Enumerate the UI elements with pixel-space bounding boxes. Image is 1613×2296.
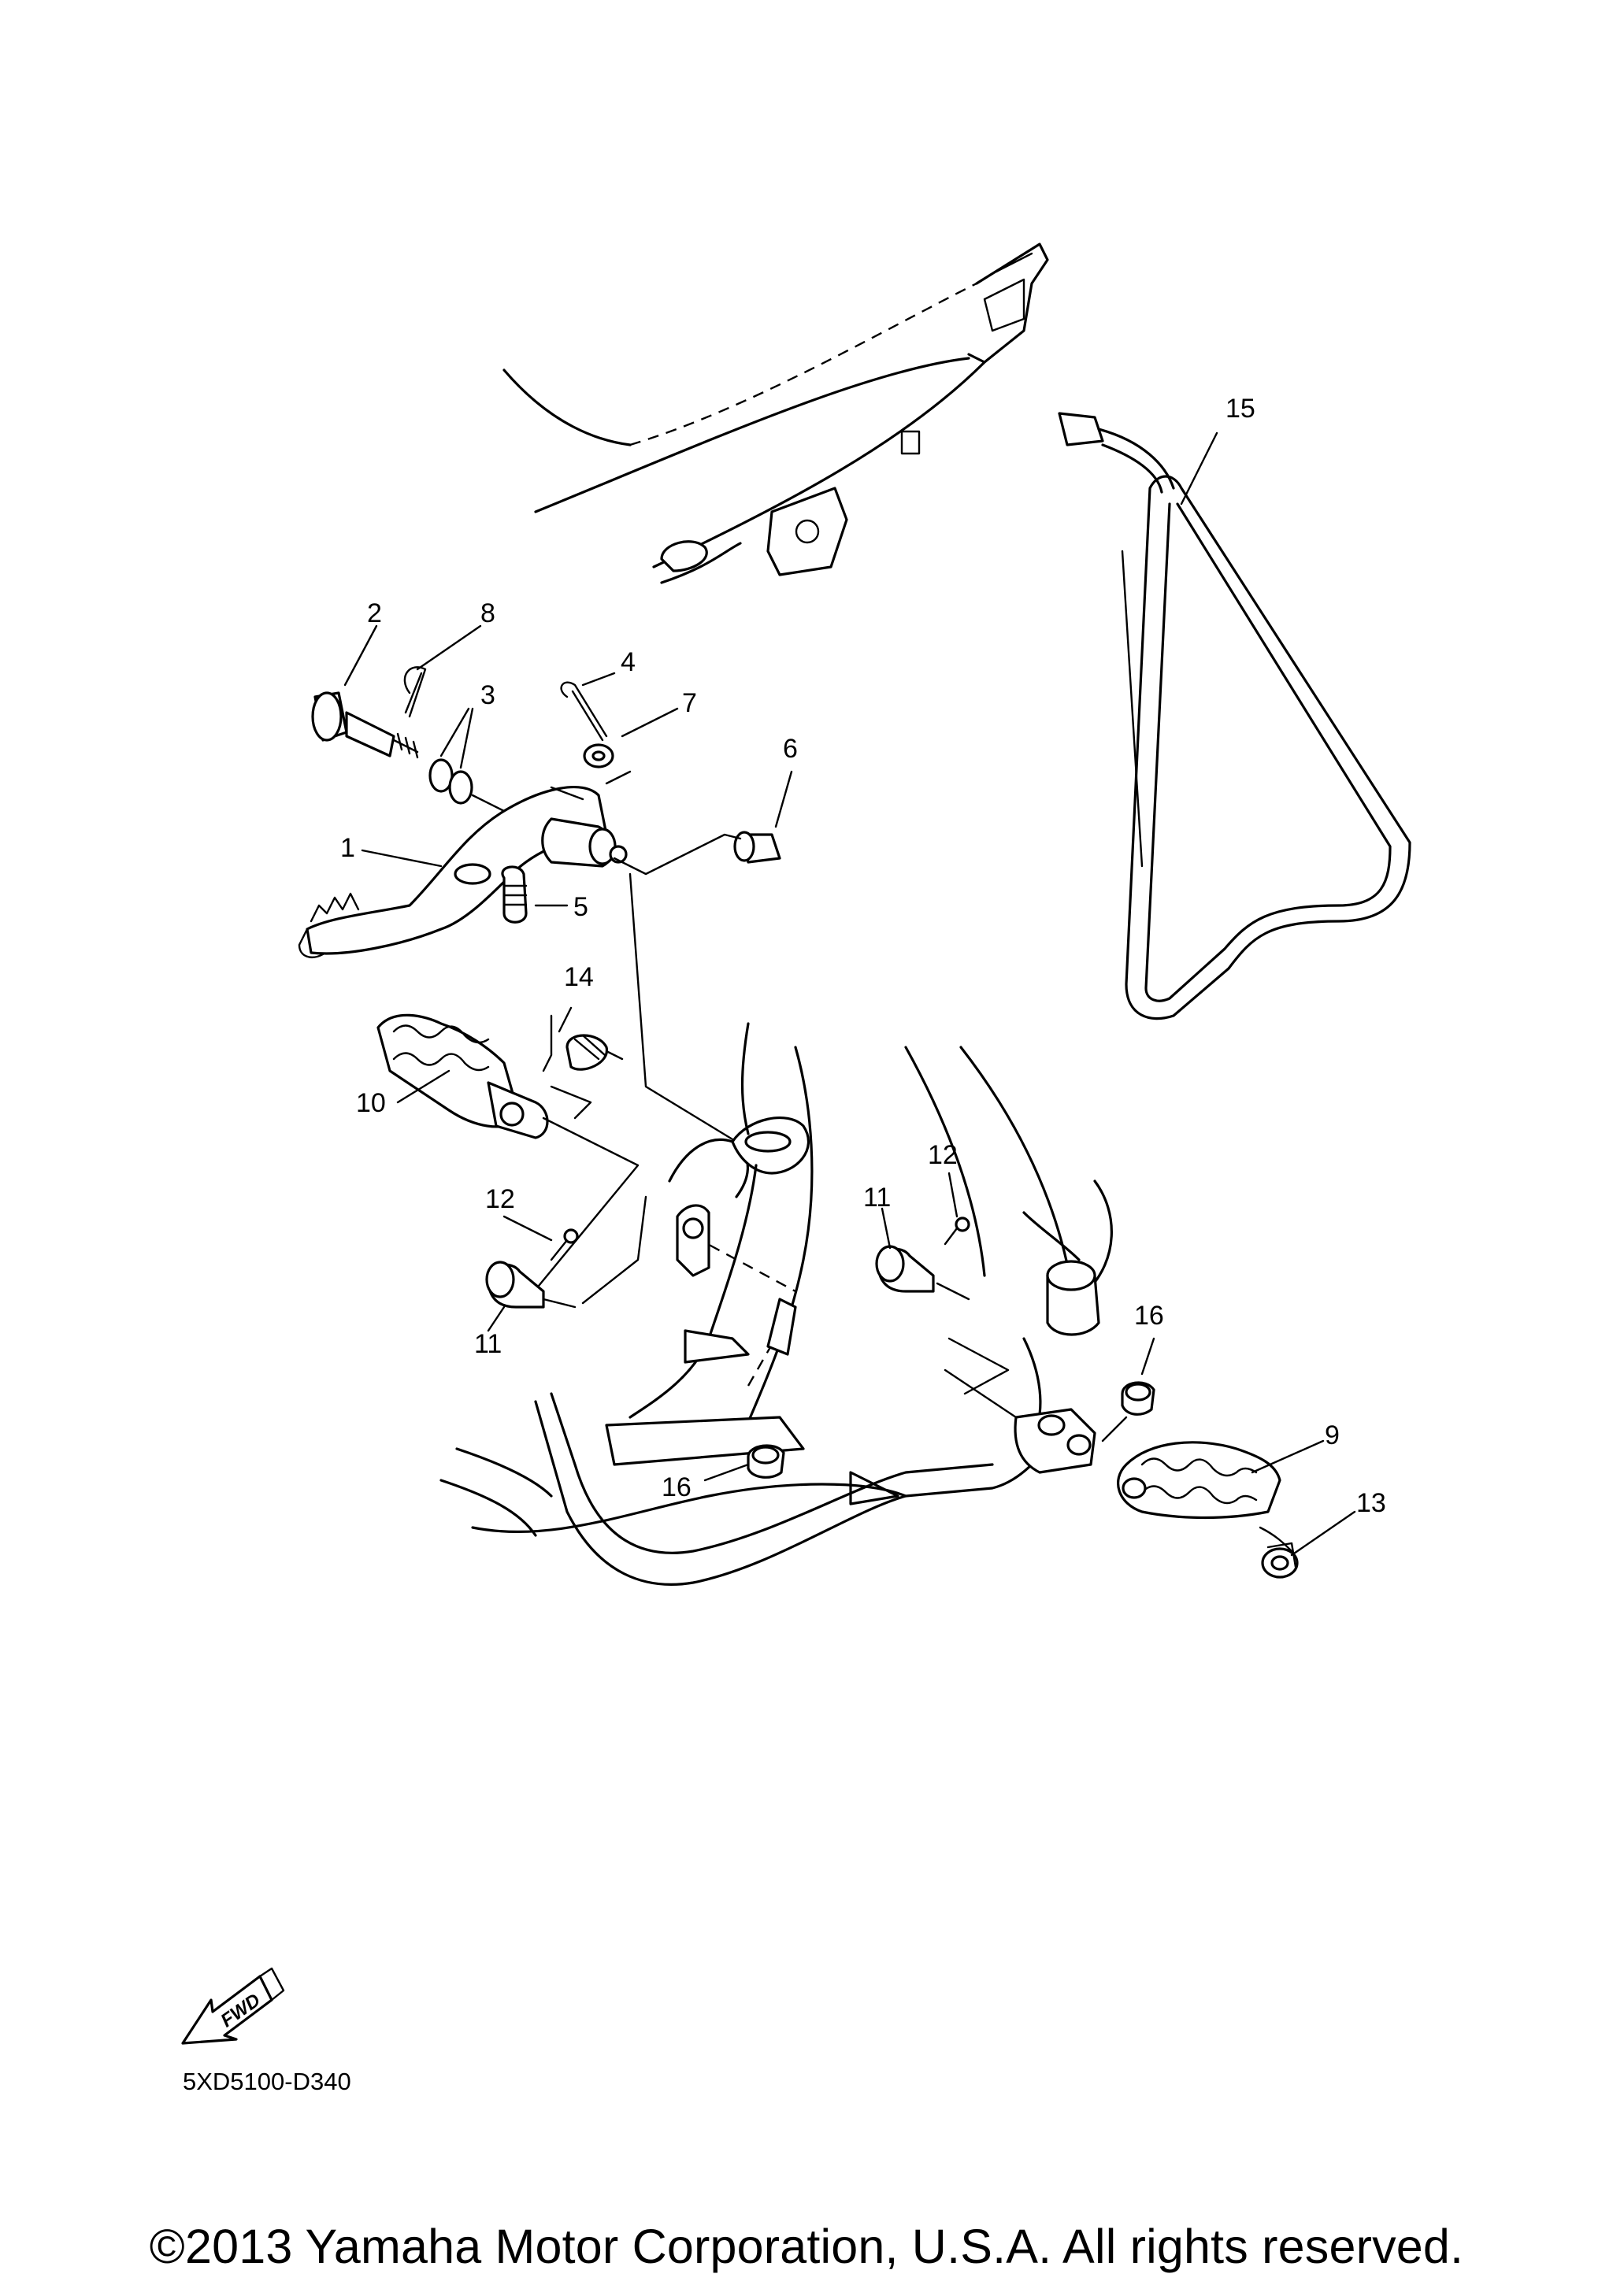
callout-11b: 11	[863, 1183, 891, 1213]
bolts-and-pins	[485, 1195, 970, 1309]
fwd-arrow-icon: FWD	[181, 1967, 285, 2045]
callout-3: 3	[480, 680, 495, 710]
copyright-notice: ©2013 Yamaha Motor Corporation, U.S.A. A…	[149, 2220, 1464, 2273]
callout-5: 5	[573, 892, 588, 922]
footrest-right	[747, 1337, 1299, 1579]
callout-15: 15	[1226, 394, 1255, 424]
leader-lines	[343, 431, 1356, 1557]
callout-12a: 12	[485, 1184, 515, 1214]
callout-16b: 16	[662, 1472, 692, 1502]
callout-10: 10	[356, 1088, 386, 1118]
brake-pedal	[298, 666, 781, 1143]
callout-2: 2	[367, 598, 382, 628]
callout-1: 1	[340, 833, 355, 863]
callout-4: 4	[621, 647, 636, 677]
frame-outline	[502, 243, 1049, 584]
callout-13: 13	[1356, 1488, 1386, 1518]
side-stand	[1058, 412, 1411, 1020]
callout-14: 14	[564, 962, 594, 992]
callout-12b: 12	[928, 1140, 958, 1170]
callout-16a: 16	[1134, 1301, 1164, 1331]
callout-8: 8	[480, 598, 495, 628]
callouts: 1 2 3 4 5 6 7 8 9 10 11 11 12 12 13 14 1…	[340, 394, 1386, 1518]
callout-11a: 11	[474, 1329, 502, 1359]
footrest-left	[376, 1013, 640, 1301]
lower-frame	[439, 1022, 1113, 1586]
callout-9: 9	[1325, 1420, 1340, 1450]
diagram-code: 5XD5100-D340	[183, 2068, 351, 2095]
callout-7: 7	[682, 688, 697, 718]
callout-6: 6	[783, 734, 798, 764]
